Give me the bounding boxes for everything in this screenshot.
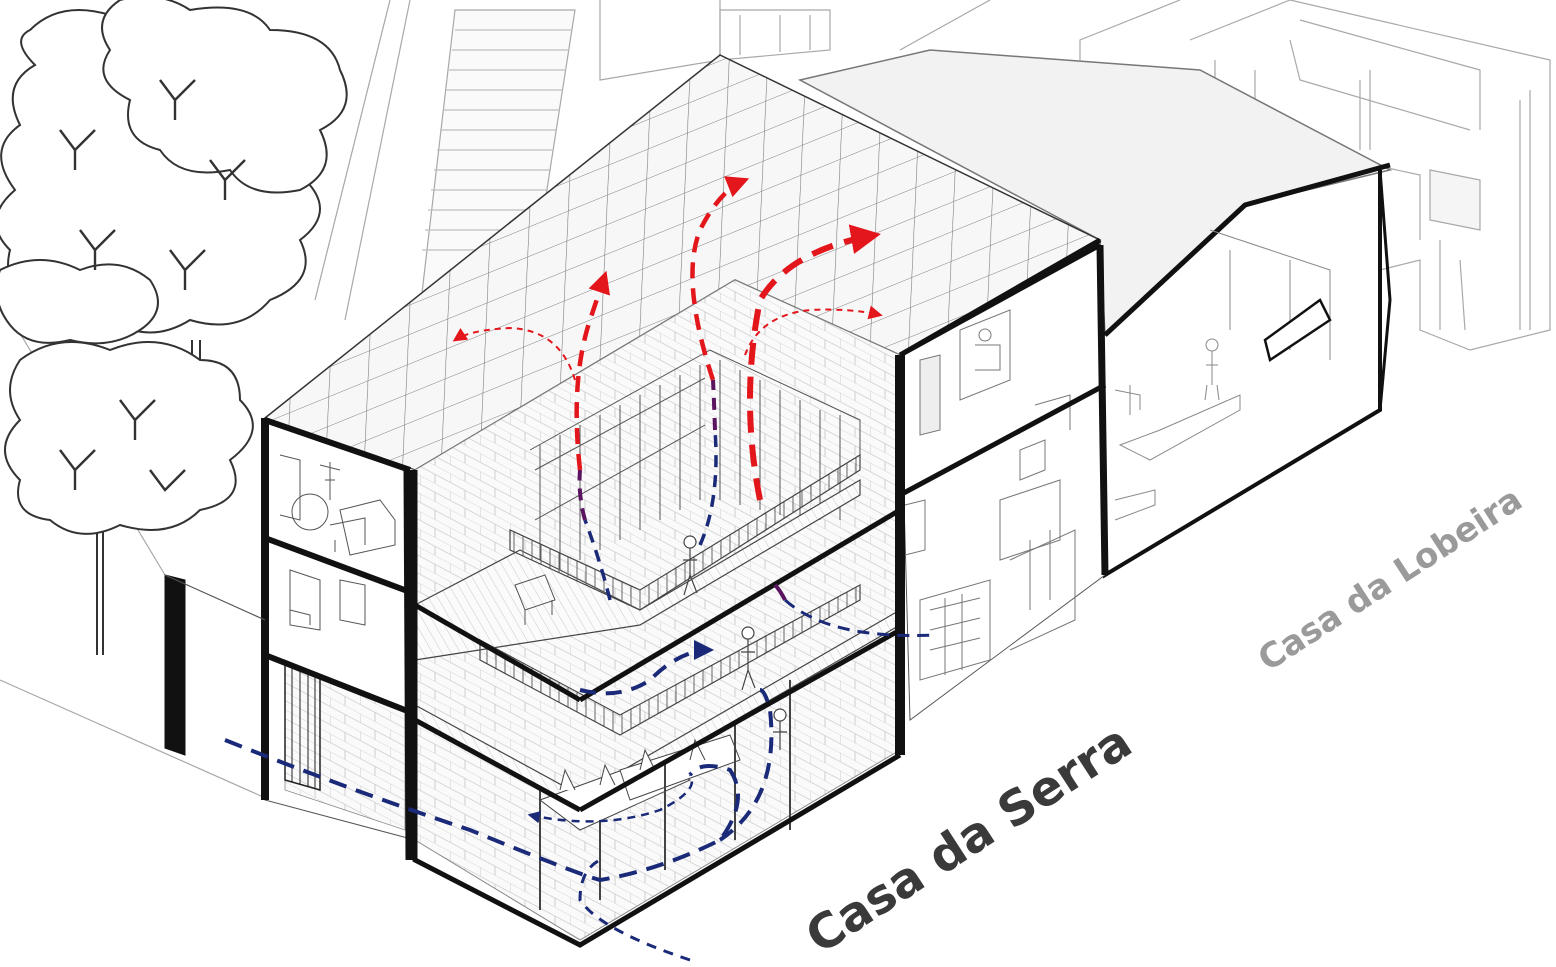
cool-air-path-planter	[527, 774, 694, 824]
hot-air-path-small-right	[744, 305, 883, 356]
hot-air-path-small-left	[452, 326, 576, 381]
hot-air-path-center	[690, 176, 750, 381]
left-wing-rooms	[261, 417, 416, 861]
ground-planters	[538, 734, 741, 831]
upper-railing	[509, 453, 861, 611]
main-building	[164, 54, 1109, 948]
cool-air-path-lower	[578, 858, 691, 962]
cool-air-path-up	[583, 519, 612, 601]
hot-air-path-left	[574, 270, 610, 471]
cool-air-path-side	[784, 598, 936, 638]
label-casa-da-lobeira: Casa da Lobeira	[1251, 479, 1529, 679]
cool-air-path-up-right	[698, 429, 718, 546]
people-figures	[683, 535, 787, 750]
hot-air-path-right	[747, 224, 881, 501]
trees	[0, 0, 348, 655]
neighbor-building	[797, 49, 1393, 579]
main-section-outline	[164, 237, 1102, 948]
cool-air-path-ground	[224, 738, 740, 883]
cool-air-path-riser	[718, 688, 774, 842]
airflow-arrows	[224, 176, 936, 962]
